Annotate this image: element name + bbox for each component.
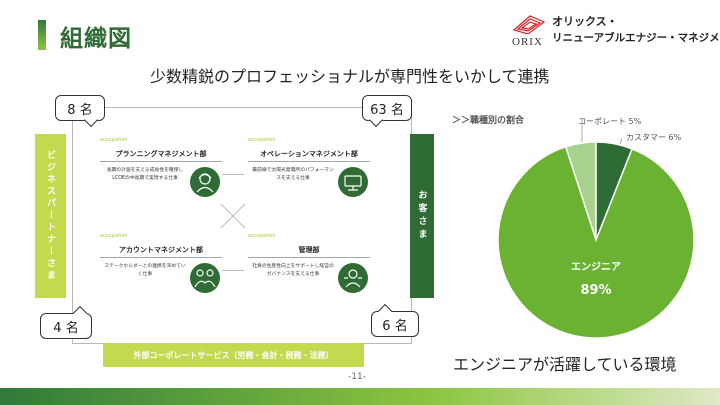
dept-name: アカウントマネジメント部 [100,245,222,258]
dept-tag: occupation [248,137,276,143]
connector-top [222,174,244,175]
pie-leader-lines [581,118,623,145]
count-bottom-right: 6 名 [382,318,408,334]
pie-label-engineer: エンジニア [571,261,621,273]
dept-admin: occupation 管理部 社員の生産性向上をサポートし経営のガバナンスを支え… [248,233,370,305]
dept-tag: occupation [248,233,276,239]
page-caption: エンジニアが活躍している環境 [453,355,677,374]
count-bubble-bottom-right: 6 名 [371,303,419,337]
dept-tag: occupation [100,233,128,239]
count-bubble-bottom-left: 4 名 [40,305,92,339]
page-number: -11- [348,372,366,382]
pie-value-engineer: 89% [580,283,611,298]
dept-operation: occupation オペレーションマネジメント部 最前線で太陽光発電所のパフォ… [248,137,370,209]
count-bubble-top-left: 8 名 [55,95,105,128]
dept-desc: 社員の生産性向上をサポートし経営のガバナンスを支える仕事 [252,264,334,277]
logo-word: ORIX [512,36,543,48]
count-bottom-left: 4 名 [53,320,79,336]
handshake-icon [190,263,220,293]
page-subtitle: 少数精鋭のプロフェッショナルが専門性をいかして連携 [150,67,550,86]
business-partner-label: ビジネスパートナーさま [35,134,66,298]
dept-desc: 最前線で太陽光発電所のパフォーマンスを支える仕事 [252,168,334,181]
orix-logo-mark-icon [512,15,546,34]
count-bubble-top-right: 63 名 [362,95,412,128]
chart-label: ＞＞職種別の割合 [452,116,525,126]
logo-company-line1: オリックス・ [552,15,618,28]
support-icon [338,263,368,293]
dept-desc: 長期の計画を支える成長性を確保しLCOEの中長期で実現する仕事 [106,168,184,181]
external-services-label: 外部コーポレートサービス（労務・会計・税務・法務） [103,343,364,367]
footer-strip [0,388,720,405]
dept-tag: occupation [100,137,128,143]
count-top-right: 63 名 [370,102,404,118]
pie-slice-0 [497,145,695,339]
dept-name: 管理部 [248,245,370,258]
pie-outside-label-corporate: コーポレート 5% [578,117,642,126]
job-ratio-pie-chart: エンジニア 89% [497,141,695,339]
pie-outside-label-customer: カスタマー 6% [626,133,682,142]
cross-connector-icon [220,203,246,229]
dept-desc: ステークホルダーとの連携を深めていく仕事 [104,264,186,277]
dept-planning: occupation プランニングマネジメント部 長期の計画を支える成長性を確保… [100,137,222,209]
title-accent-bar [38,20,46,50]
count-top-left: 8 名 [67,102,93,118]
dept-name: オペレーションマネジメント部 [248,149,370,162]
page-title: 組織図 [60,26,132,52]
dept-name: プランニングマネジメント部 [100,149,222,162]
engineer-icon [190,167,220,197]
dept-account: occupation アカウントマネジメント部 ステークホルダーとの連携を深めて… [100,233,222,305]
customer-label: お客さま [410,134,434,298]
technician-icon [338,167,368,197]
orix-logo: ORIX オリックス・ リニューアブルエナジー・マネジメント [512,12,720,48]
logo-company-line2: リニューアブルエナジー・マネジメント [552,32,720,44]
connector-bottom [222,270,244,271]
